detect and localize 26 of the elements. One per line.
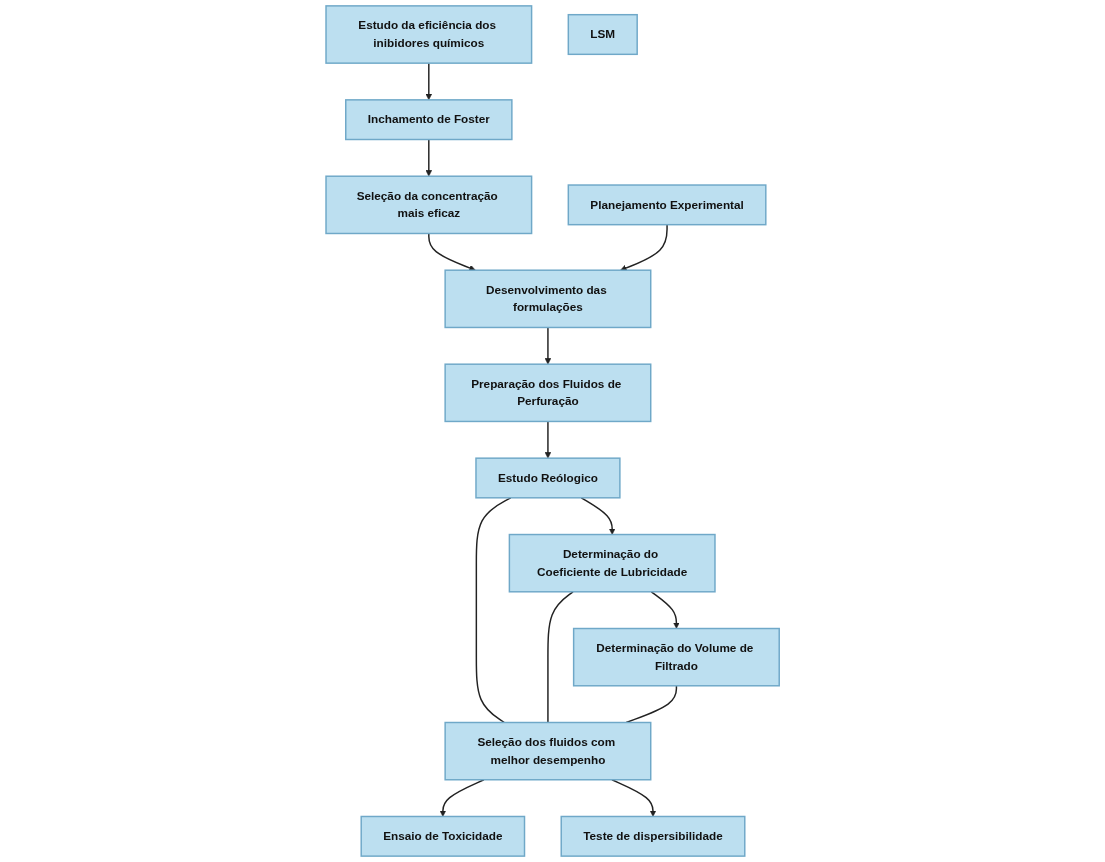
connector (547, 591, 574, 724)
arrow (427, 232, 476, 272)
node-box: Ensaio de Toxicidade (360, 815, 526, 857)
node-box: Inchamento de Foster (344, 99, 513, 141)
connector (625, 685, 678, 724)
node-box: Determinação do Volume de Filtrado (572, 627, 780, 687)
node-box: Desenvolvimento das formulações (444, 269, 652, 329)
node-box: Estudo Reólogico (475, 457, 621, 499)
node-box: Seleção da concentração mais eficaz (325, 175, 533, 235)
node-box: Teste de dispersibilidade (560, 815, 746, 857)
node-box: Planejamento Experimental (567, 184, 767, 226)
arrow (650, 591, 680, 629)
arrow (439, 779, 485, 817)
arrow (544, 326, 552, 365)
node-box: LSM (567, 13, 638, 56)
arrow (611, 779, 657, 817)
arrow (544, 420, 552, 459)
node-box: Estudo da eficiência dos inibidores químicos (325, 5, 533, 64)
arrow (425, 62, 432, 101)
connector (475, 497, 512, 724)
arrow (620, 223, 668, 272)
node-box: Determinação do Coeficiente de Lubricidade (508, 533, 716, 593)
node-box: Preparação dos Fluidos de Perfuração (444, 363, 652, 423)
arrow (580, 497, 616, 535)
arrow (425, 138, 432, 177)
node-box: Seleção dos fluidos com melhor desempenho (444, 721, 652, 781)
